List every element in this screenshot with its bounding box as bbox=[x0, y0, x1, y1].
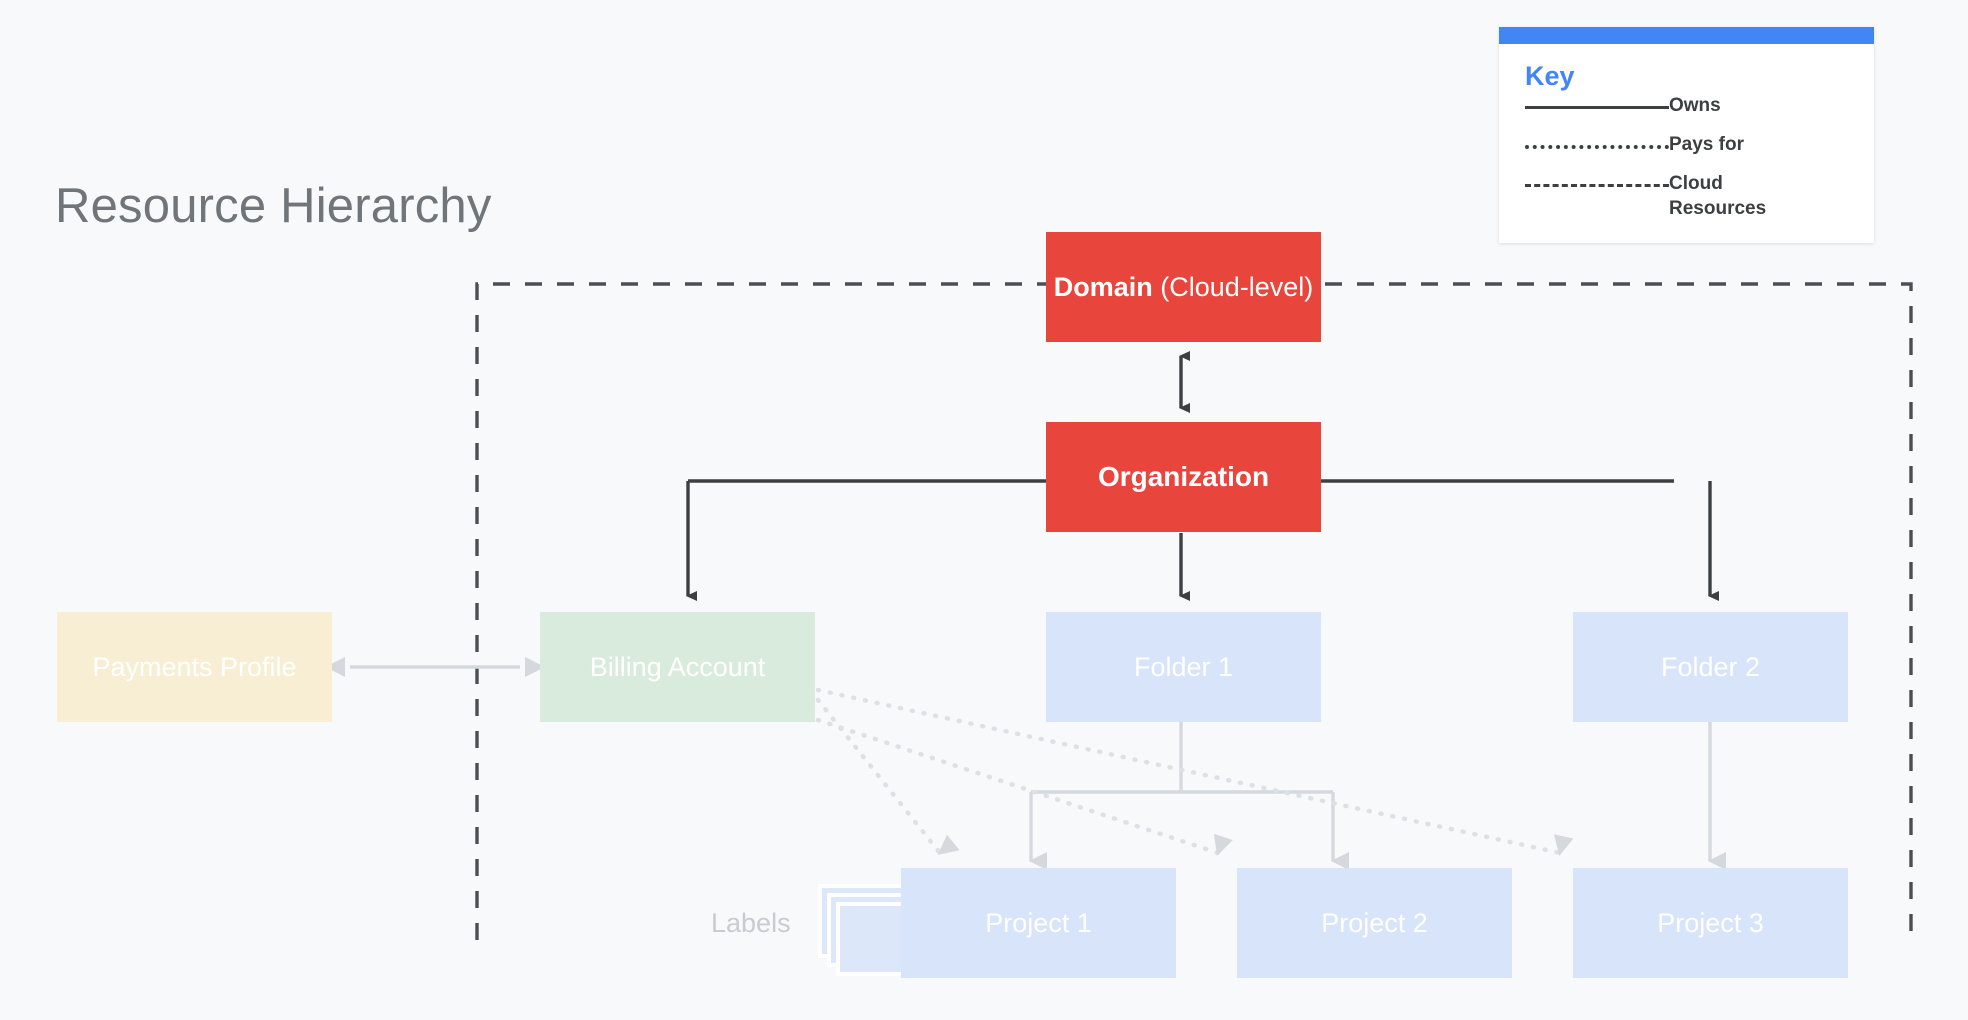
edge-folder1-projects bbox=[1029, 719, 1349, 870]
legend-label-owns: Owns bbox=[1669, 95, 1721, 117]
legend-label-pays-for: Pays for bbox=[1669, 134, 1744, 156]
labels-caption: Labels bbox=[711, 908, 791, 938]
node-project-1-label: Project 1 bbox=[985, 907, 1092, 938]
node-payments-profile[interactable]: Payments Profile bbox=[57, 612, 332, 722]
dashed-line-icon bbox=[1525, 172, 1669, 188]
legend-rows: Owns Pays for Cloud Resources bbox=[1525, 94, 1848, 221]
node-organization[interactable]: Organization bbox=[1046, 422, 1321, 532]
node-billing-account[interactable]: Billing Account bbox=[540, 612, 815, 722]
node-folder-2-label: Folder 2 bbox=[1660, 651, 1761, 682]
node-project-3-label: Project 3 bbox=[1657, 907, 1764, 938]
cloud-resources-boundary bbox=[475, 282, 1913, 945]
edge-billing-pays-projects bbox=[815, 687, 1574, 856]
page-title: Resource Hierarchy bbox=[55, 179, 492, 233]
node-organization-label: Organization bbox=[1097, 461, 1270, 492]
legend-row-cloud-resources: Cloud Resources bbox=[1525, 172, 1848, 221]
legend-accent-bar bbox=[1499, 27, 1874, 44]
legend-title: Key bbox=[1525, 61, 1575, 91]
legend-panel: Key Owns Pays for Cloud Resources bbox=[1499, 27, 1874, 243]
legend-label-cloud-resources: Cloud Resources bbox=[1669, 173, 1767, 219]
node-project-2-label: Project 2 bbox=[1321, 907, 1428, 938]
edge-payments-billing bbox=[325, 657, 545, 677]
node-domain-label: Domain (Cloud-level) bbox=[1053, 271, 1314, 302]
node-folder-2[interactable]: Folder 2 bbox=[1573, 612, 1848, 722]
node-folder-1[interactable]: Folder 1 bbox=[1046, 612, 1321, 722]
node-billing-account-label: Billing Account bbox=[589, 651, 766, 682]
node-folder-1-label: Folder 1 bbox=[1133, 651, 1234, 682]
node-project-3[interactable]: Project 3 bbox=[1573, 868, 1848, 978]
node-payments-profile-label: Payments Profile bbox=[92, 651, 297, 682]
legend-body: Key Owns Pays for Cloud Resources bbox=[1499, 44, 1874, 243]
node-domain[interactable]: Domain (Cloud-level) bbox=[1046, 232, 1321, 342]
node-project-2[interactable]: Project 2 bbox=[1237, 868, 1512, 978]
legend-row-pays-for: Pays for bbox=[1525, 133, 1848, 159]
node-project-1[interactable]: Project 1 bbox=[901, 868, 1176, 978]
dotted-line-icon bbox=[1525, 133, 1669, 150]
solid-line-icon bbox=[1525, 94, 1669, 110]
legend-row-owns: Owns bbox=[1525, 94, 1848, 120]
